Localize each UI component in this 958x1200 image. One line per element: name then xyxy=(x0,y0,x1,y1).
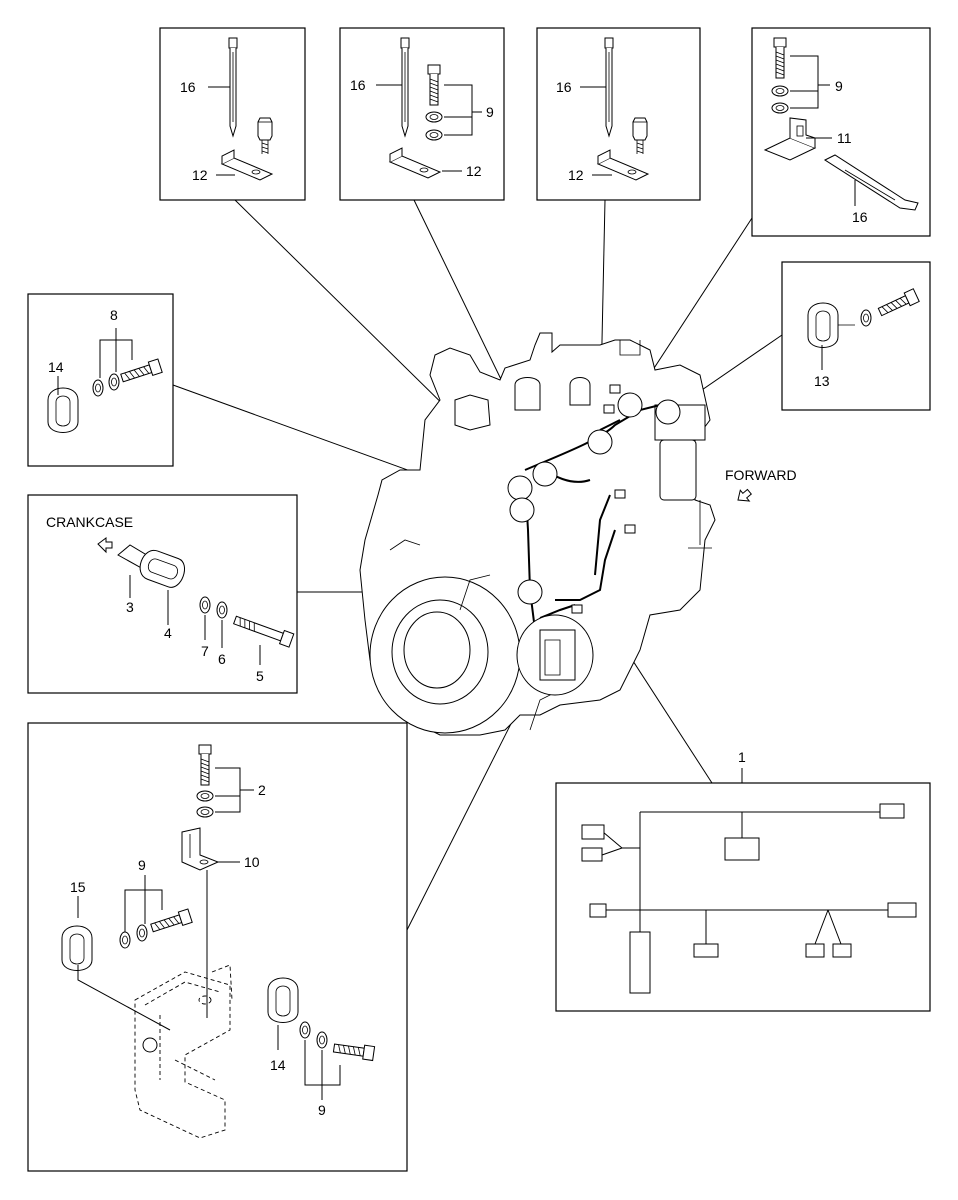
callout-16: 16 xyxy=(852,209,868,225)
arrow-icon xyxy=(733,485,755,507)
callout-6: 6 xyxy=(218,651,226,667)
engine-harness xyxy=(507,384,681,696)
callout-11: 11 xyxy=(837,130,852,146)
forward-indicator: FORWARD xyxy=(725,467,797,507)
detail-box-bracket: 2 10 9 15 14 9 xyxy=(27,722,408,1172)
detail-box-4: 9 11 16 xyxy=(751,27,931,237)
callout-14: 14 xyxy=(48,359,64,375)
callout-12: 12 xyxy=(568,167,584,183)
callout-16: 16 xyxy=(180,79,196,95)
callout-13: 13 xyxy=(814,373,830,389)
callout-9: 9 xyxy=(835,78,843,94)
callout-3: 3 xyxy=(126,599,134,615)
callout-9: 9 xyxy=(318,1102,326,1118)
harness-schematic-box: 1 xyxy=(555,749,931,1012)
detail-box-5: 13 xyxy=(781,261,931,411)
callout-1: 1 xyxy=(738,749,746,765)
callout-16: 16 xyxy=(556,79,572,95)
callout-9: 9 xyxy=(138,857,146,873)
forward-label: FORWARD xyxy=(725,467,797,483)
callout-12: 12 xyxy=(466,163,482,179)
detail-box-crankcase: CRANKCASE 3 4 7 6 5 xyxy=(27,494,298,694)
callout-4: 4 xyxy=(164,625,172,641)
callout-15: 15 xyxy=(70,879,86,895)
callout-16: 16 xyxy=(350,77,366,93)
detail-box-1: 16 12 xyxy=(159,27,306,201)
detail-box-3: 16 12 xyxy=(536,27,701,201)
callout-14: 14 xyxy=(270,1057,286,1073)
callout-9: 9 xyxy=(486,104,494,120)
crankcase-label: CRANKCASE xyxy=(46,514,133,530)
callout-7: 7 xyxy=(201,643,209,659)
callout-5: 5 xyxy=(256,668,264,684)
engine xyxy=(359,332,716,736)
detail-box-6: 8 14 xyxy=(27,293,174,467)
detail-box-2: 16 9 12 xyxy=(339,27,505,201)
callout-12: 12 xyxy=(192,167,208,183)
callout-8: 8 xyxy=(110,307,118,323)
callout-10: 10 xyxy=(244,854,260,870)
callout-2: 2 xyxy=(258,782,266,798)
